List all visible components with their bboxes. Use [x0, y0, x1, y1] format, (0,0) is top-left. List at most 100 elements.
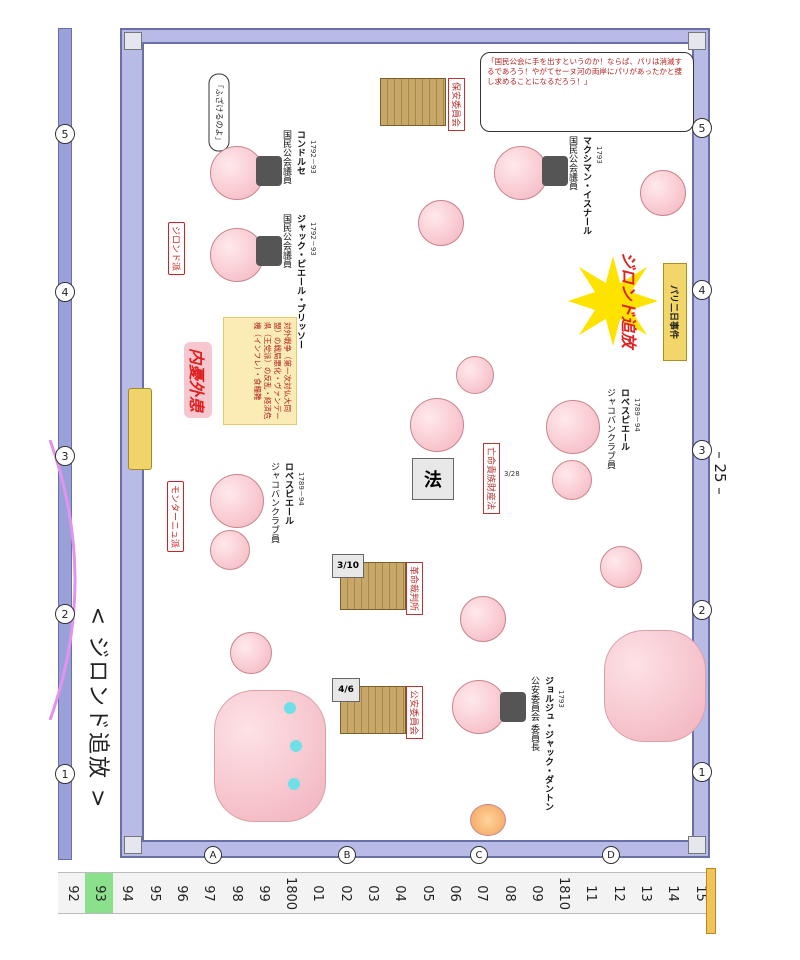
- right-grid-number-1: 1: [692, 762, 712, 782]
- danton-companion: [460, 596, 506, 642]
- timeline-year: 08: [495, 873, 523, 913]
- timeline-year-label: 12: [610, 884, 626, 902]
- isnard-body: [542, 156, 568, 186]
- timeline-year-label: 07: [473, 884, 489, 902]
- timeline-year: 03: [358, 873, 386, 913]
- timeline-year-label: 99: [255, 884, 271, 902]
- timeline-year: 98: [222, 873, 250, 913]
- isnard-speech-bubble: 「国民公会に手を出すというのか！ならば、パリは消滅するであろう！やがてセーヌ河の…: [480, 52, 694, 132]
- building-tribunal-tag: 革命裁判所: [406, 561, 424, 616]
- timeline-year: 02: [331, 873, 359, 913]
- isnard-name: マクシマン・イスナール: [581, 136, 591, 235]
- grid-letter-d: D: [602, 846, 620, 864]
- timeline-year: 07: [468, 873, 496, 913]
- condorcet-body: [256, 156, 282, 186]
- grid-letter-b: B: [338, 846, 356, 864]
- robespierre-title: ジャコバンクラブ員: [269, 462, 279, 543]
- falling-figure: [640, 170, 686, 216]
- timeline-year-label: 1810: [555, 876, 571, 910]
- crowd-left: [214, 690, 326, 822]
- robespierre-character-2: [546, 400, 600, 454]
- timeline-year: 12: [604, 873, 632, 913]
- danton-name: ジョルジュ・ジャック・ダントン: [543, 676, 553, 811]
- montagnard-tag: モンターニュ派: [167, 480, 185, 553]
- law-tag: 亡命貴族財産法: [483, 442, 501, 515]
- condorcet-character: [210, 146, 264, 200]
- timeline-year-label: 02: [337, 884, 353, 902]
- danton-body: [500, 692, 526, 722]
- building-general-security-tag: 保安委員会: [448, 77, 466, 132]
- corner-ornament: [688, 32, 706, 50]
- robespierre-name-2: ロベスピエール: [619, 388, 629, 451]
- timeline-year: 06: [440, 873, 468, 913]
- corner-ornament: [124, 836, 142, 854]
- law-date: 3/28: [504, 470, 520, 478]
- isnard-character: [494, 146, 548, 200]
- timeline-year-label: 01: [310, 884, 326, 902]
- timeline-year: 04: [386, 873, 414, 913]
- paris-uprising-banner: パリ二日事件: [663, 263, 687, 361]
- danton-years: 1793: [557, 690, 565, 708]
- timeline-year: 13: [631, 873, 659, 913]
- timeline-year-label: 08: [501, 884, 517, 902]
- timeline-year-label: 09: [528, 884, 544, 902]
- timeline-year: 1810: [549, 873, 577, 913]
- timeline-year-label: 98: [228, 884, 244, 902]
- girondin-fallen: [418, 200, 464, 246]
- left-grid-number-4: 4: [55, 282, 75, 302]
- naiyu-gaikan-label: 内憂外患: [184, 341, 213, 419]
- timeline-year: 1800: [276, 873, 304, 913]
- robespierre-character: [210, 474, 264, 528]
- decorative-arc: [48, 440, 77, 720]
- timeline-year-label: 95: [146, 884, 162, 902]
- robespierre-name: ロベスピエール: [283, 462, 293, 525]
- isnard-years: 1793: [595, 146, 603, 164]
- timeline-year: 99: [249, 873, 277, 913]
- timeline-year-label: 05: [419, 884, 435, 902]
- timeline-year: 94: [113, 873, 141, 913]
- left-grid-number-3: 3: [55, 446, 75, 466]
- left-grid-number-5: 5: [55, 124, 75, 144]
- pike-bearer: [456, 356, 494, 394]
- building-general-security: [380, 78, 446, 126]
- timeline-year-label: 92: [64, 884, 80, 902]
- timeline-year-label: 93: [91, 884, 107, 902]
- girondin-expulsion-label: ジロンド追放: [619, 251, 639, 349]
- timeline-year: 93: [85, 873, 114, 913]
- condorcet-speech-bubble: 「ふざけるのよ」: [208, 73, 230, 152]
- brissot-body: [256, 236, 282, 266]
- montagnard-follower: [210, 530, 250, 570]
- page-number: – 25 –: [711, 451, 729, 495]
- year-timeline: 92 93 94 95 96 97 98 99 1800 01 02 03 04 05 06 07 08 09 18…: [58, 872, 714, 914]
- timeline-year: 96: [167, 873, 195, 913]
- binder-clip: [128, 388, 152, 470]
- timeline-year-label: 14: [665, 884, 681, 902]
- timeline-year-label: 11: [583, 884, 599, 902]
- child-character: [470, 804, 506, 836]
- left-grid-number-1: 1: [55, 764, 75, 784]
- isnard-title: 国民公会議員: [567, 136, 577, 190]
- timeline-year-label: 13: [637, 884, 653, 902]
- danton-character: [452, 680, 506, 734]
- timeline-year: 14: [659, 873, 687, 913]
- building-public-safety-tag: 公安委員会: [406, 685, 424, 740]
- right-grid-number-4: 4: [692, 280, 712, 300]
- corner-ornament: [124, 32, 142, 50]
- timeline-year: 92: [58, 873, 86, 913]
- timeline-year-label: 96: [173, 884, 189, 902]
- right-grid-number-5: 5: [692, 118, 712, 138]
- condorcet-name: コンドルセ: [295, 130, 305, 175]
- timeline-year-label: 94: [119, 884, 135, 902]
- condorcet-title: 国民公会議員: [281, 130, 291, 184]
- robespierre-title-2: ジャコバンクラブ員: [605, 388, 615, 469]
- timeline-year: 09: [522, 873, 550, 913]
- danton-title: 公安委員会 委員長: [529, 676, 539, 751]
- timeline-year-label: 97: [200, 884, 216, 902]
- timeline-end-marker: [706, 868, 716, 934]
- crowd-right: [604, 630, 706, 742]
- crisis-info-box: 対外戦争（第一次対仏大同盟）の戦局悪化・ヴァンデー県（王党派）の反乱・経済危機（…: [223, 317, 297, 425]
- law-stamp: 法: [412, 458, 454, 500]
- brissot-name: ジャック・ピエール・ブリッソー: [295, 214, 305, 349]
- timeline-year-label: 03: [364, 884, 380, 902]
- brissot-years: 1792－93: [309, 222, 317, 256]
